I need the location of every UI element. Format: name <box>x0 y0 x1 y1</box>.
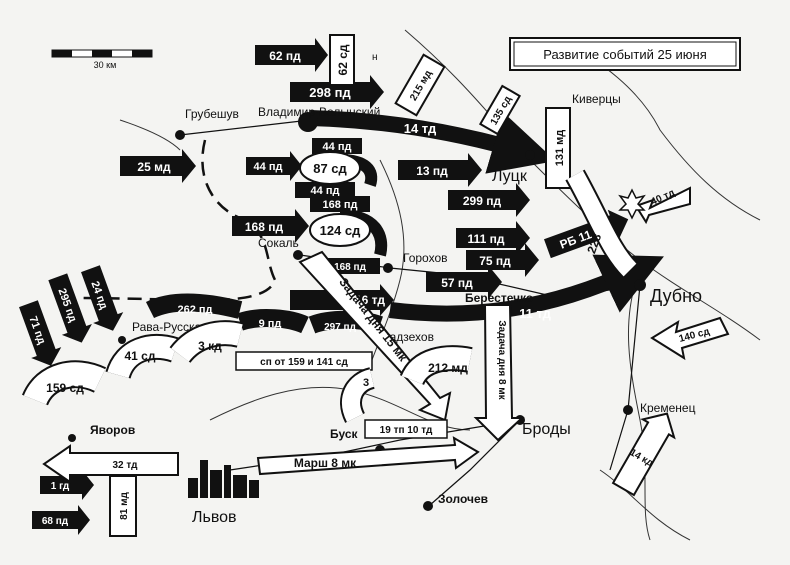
map-title: Развитие событий 25 июня <box>543 47 707 62</box>
city-dot-icon <box>423 501 433 511</box>
arrow-14td <box>309 110 556 174</box>
city-kivertsy: Киверцы <box>572 92 621 106</box>
city-dot-icon <box>175 130 185 140</box>
unit-3: 3 <box>363 377 369 389</box>
unit-11td: 11 тд <box>519 306 552 321</box>
city-yavorov: Яворов <box>90 423 135 437</box>
arrow-march8: Марш 8 мк <box>256 436 480 476</box>
unit-75pd: 75 пд <box>479 254 511 268</box>
unit-111pd: 111 пд <box>468 232 505 246</box>
arrow-262pd: 262 пд <box>145 293 243 319</box>
unit-44pd-b: 44 пд <box>311 185 340 197</box>
city-dot-icon <box>383 263 393 273</box>
arrow-3kd: 3 кд <box>169 320 244 364</box>
unit-9pd: 9 пд <box>259 318 282 330</box>
black-arrows: 62 пд 298 пд 25 мд 44 пд 13 пд 299 пд 16… <box>32 38 539 535</box>
city-zolochev: Золочев <box>438 492 488 506</box>
box-131md: 131 мд <box>545 107 571 189</box>
unit-87sd: 87 сд <box>313 161 347 176</box>
unit-168pd-a: 168 пд <box>245 220 284 234</box>
scale-bar-icon: 30 км <box>51 49 153 70</box>
unit-228: 228 <box>584 232 604 256</box>
unit-13pd: 13 пд <box>416 164 448 178</box>
arrow-32td: 32 тд <box>42 444 179 484</box>
city-lvov: Львов <box>192 509 237 526</box>
cloud-124sd: 124 сд <box>309 213 371 247</box>
unit-168pd-b: 168 пд <box>322 199 357 211</box>
unit-62pd: 62 пд <box>269 49 301 63</box>
city-sokal: Сокаль <box>258 236 299 250</box>
unit-68pd: 68 пд <box>42 516 69 527</box>
unit-299pd: 299 пд <box>463 194 502 208</box>
city-kremenets: Кременец <box>640 401 696 415</box>
title-box: Развитие событий 25 июня <box>509 37 741 71</box>
city-radzekhov: Радзехов <box>382 330 434 344</box>
arrow-24pd: 24 пд <box>81 265 124 331</box>
unit-1gd: 1 гд <box>51 481 70 492</box>
city-lutsk: Луцк <box>492 168 528 185</box>
arrow-task8: Задача дня 8 мк <box>473 304 525 442</box>
unit-44pd-a: 44 пд <box>254 161 283 173</box>
arrow-9pd: 9 пд <box>237 309 309 334</box>
unit-62sd: 62 сд <box>336 44 350 75</box>
unit-sp: сп от 159 и 141 сд <box>260 357 348 368</box>
scale-label: 30 км <box>94 60 117 70</box>
arrow-14kd: 14 кд <box>611 412 676 497</box>
city-dot-icon <box>525 150 535 160</box>
unit-81md: 81 мд <box>119 492 130 520</box>
unit-task8: Задача дня 8 мк <box>496 320 507 400</box>
arrow-40td: 40 тд <box>634 186 691 225</box>
arrow-212md: 212 мд <box>399 345 473 387</box>
city-dot-icon <box>298 112 318 132</box>
arrow-71pd: 71 пд <box>19 300 62 366</box>
box-62sd: 62 сд <box>329 34 355 86</box>
skyline-icon <box>188 460 259 498</box>
unit-131md: 131 мд <box>554 130 566 167</box>
unit-44pd-c: 44 пд <box>323 141 352 153</box>
arrow-140sd: 140 сд <box>650 316 730 361</box>
city-dot-icon <box>68 434 76 442</box>
unit-14td: 14 тд <box>404 121 437 136</box>
city-dot-icon <box>118 336 126 344</box>
city-dot-icon <box>293 250 303 260</box>
city-brody: Броды <box>522 421 571 438</box>
unit-124sd: 124 сд <box>320 223 362 238</box>
city-gorokhov: Горохов <box>403 251 448 265</box>
city-berestechko: Берестечко <box>465 291 533 305</box>
city-dot-icon <box>634 279 646 291</box>
unit-41sd: 41 сд <box>125 349 156 363</box>
unit-32td: 32 тд <box>112 460 138 471</box>
unit-297pd: 297 пд <box>324 322 357 333</box>
arrow-159sd: 159 сд <box>22 360 107 407</box>
city-grubeshuv: Грубешув <box>185 107 239 121</box>
north-label: н <box>372 52 378 63</box>
unit-298pd: 298 пд <box>309 85 351 100</box>
unit-57pd: 57 пд <box>441 276 473 290</box>
box-sp: сп от 159 и 141 сд <box>235 351 373 371</box>
unit-168pd-c: 168 пд <box>334 262 367 273</box>
arrow-41sd: 41 сд <box>105 334 179 380</box>
arrow-3: 3 <box>340 367 376 423</box>
city-dot-icon <box>623 405 633 415</box>
unit-19tp: 19 тп 10 тд <box>380 425 433 436</box>
city-busk: Буск <box>330 427 359 441</box>
unit-159sd: 159 сд <box>46 381 84 395</box>
box-19tp: 19 тп 10 тд <box>364 419 448 439</box>
unit-262pd: 262 пд <box>177 304 212 316</box>
city-dubno: Дубно <box>650 286 702 306</box>
unit-25md: 25 мд <box>137 160 171 174</box>
box-215md: 215 мд <box>394 53 446 117</box>
arrow-295pd: 295 пд <box>48 273 92 343</box>
cloud-87sd: 87 сд <box>299 151 361 185</box>
unit-march8: Марш 8 мк <box>294 456 357 470</box>
box-81md: 81 мд <box>109 475 137 537</box>
city-vladimir: Владимир-Волынский <box>258 105 380 119</box>
unit-212md: 212 мд <box>428 361 468 375</box>
arrow-228: 228 <box>565 169 639 278</box>
explosion-icon <box>618 188 646 220</box>
unit-3kd: 3 кд <box>198 339 222 353</box>
